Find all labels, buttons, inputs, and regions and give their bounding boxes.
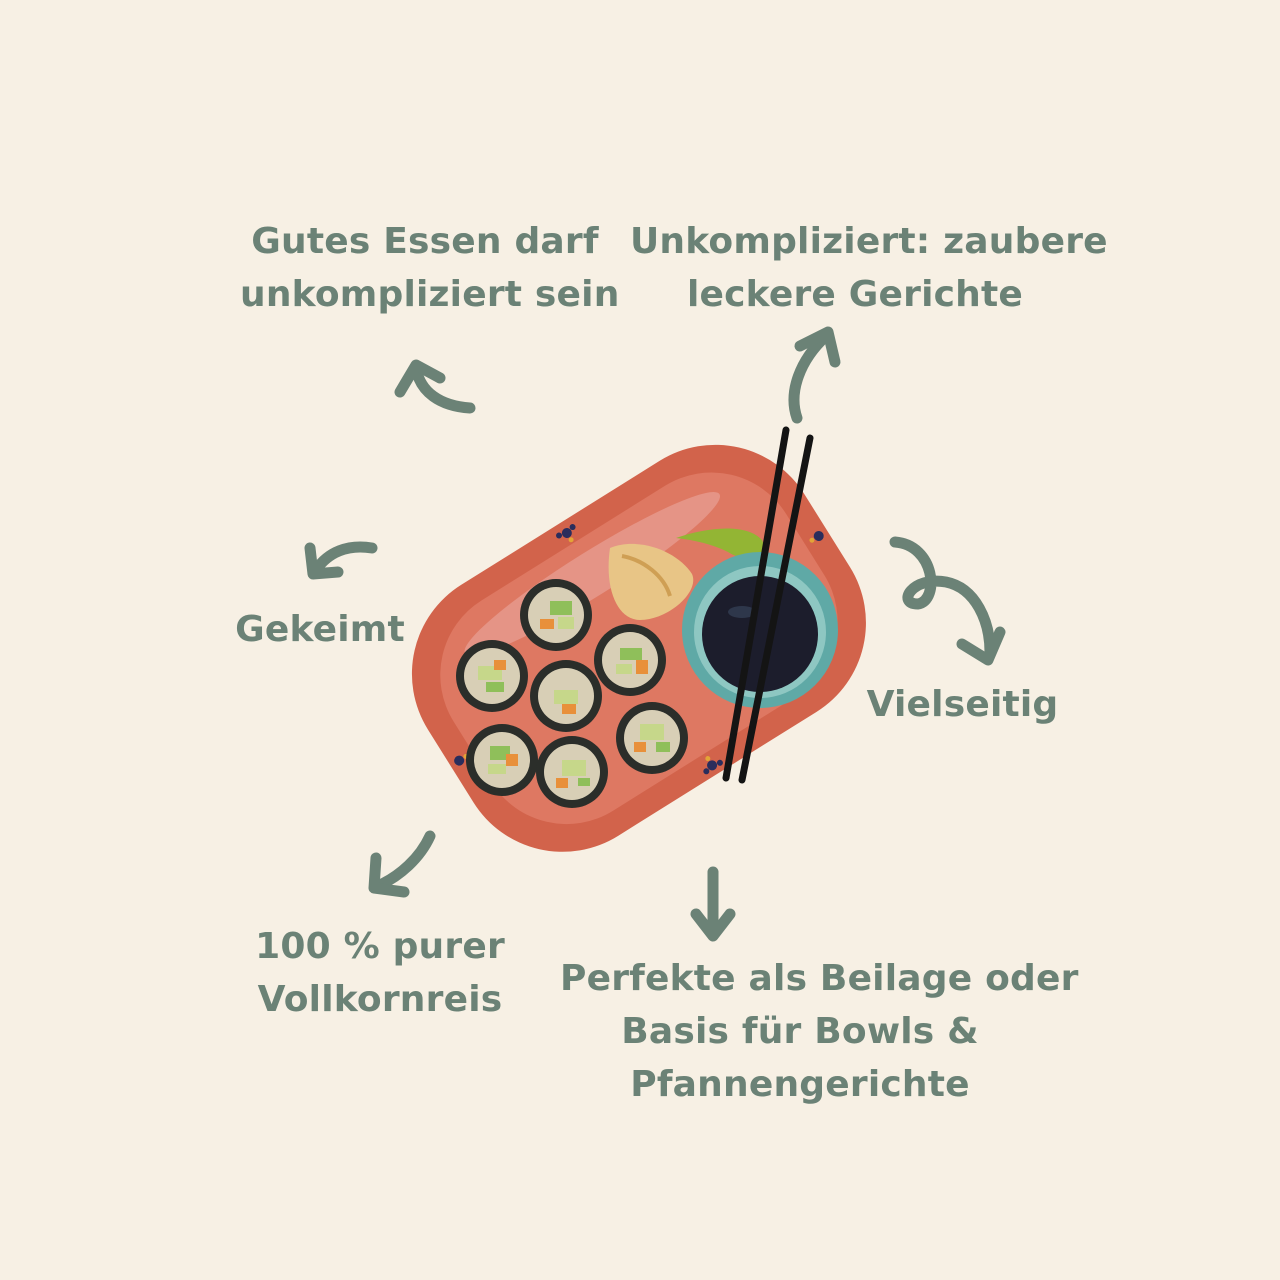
- sushi-rolls: [456, 579, 688, 808]
- plate-ornament-icon: [454, 524, 824, 775]
- label-line: Perfekte als Beilage oder: [560, 958, 1079, 999]
- sushi-roll: [616, 702, 688, 774]
- label-line: Unkompliziert: zaubere: [630, 221, 1108, 262]
- label-line: 100 % purer: [255, 926, 505, 967]
- sushi-roll: [530, 660, 602, 732]
- label-left: Gekeimt: [230, 603, 410, 656]
- sushi-roll: [536, 736, 608, 808]
- label-line: Pfannengerichte: [630, 1064, 970, 1105]
- arrow-top-right-icon: [788, 326, 841, 424]
- label-line: Vielseitig: [866, 684, 1059, 725]
- label-bottom-left: 100 % purer Vollkornreis: [250, 920, 510, 1026]
- label-line: Gekeimt: [235, 609, 405, 650]
- label-top-right: Unkompliziert: zaubere leckere Gerichte: [630, 215, 1108, 321]
- label-line: leckere Gerichte: [686, 274, 1024, 315]
- label-line: Vollkornreis: [257, 979, 503, 1020]
- arrows: [304, 326, 1006, 942]
- soy-sauce-bowl: [682, 552, 838, 708]
- sushi-roll: [466, 724, 538, 796]
- arrow-right-swirl-icon: [889, 536, 1006, 666]
- sushi-roll: [594, 624, 666, 696]
- sushi-roll: [520, 579, 592, 651]
- pickled-ginger: [608, 543, 694, 620]
- label-line: Basis für Bowls &: [621, 1011, 979, 1052]
- green-pepper: [676, 528, 764, 558]
- label-line: unkompliziert sein: [240, 274, 620, 315]
- label-top-left: Gutes Essen darf unkompliziert sein: [240, 215, 620, 321]
- arrow-top-left-icon: [394, 359, 476, 414]
- label-line: Gutes Essen darf: [251, 221, 599, 262]
- chopsticks: [722, 426, 814, 784]
- arrow-down-icon: [690, 866, 736, 942]
- arrow-left-icon: [304, 541, 378, 580]
- label-bottom-right: Perfekte als Beilage oder Basis für Bowl…: [560, 952, 1079, 1111]
- arrow-bottom-left-icon: [368, 830, 436, 898]
- label-right: Vielseitig: [865, 678, 1060, 731]
- sushi-roll: [456, 640, 528, 712]
